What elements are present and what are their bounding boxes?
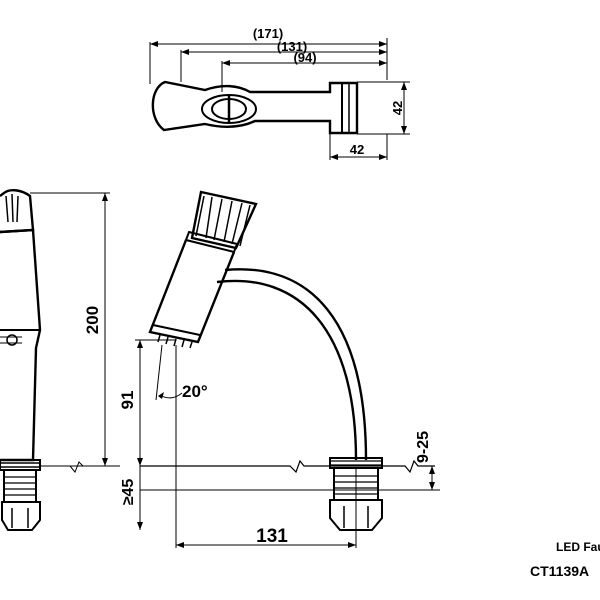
dim-label-thread: 9-25 (415, 431, 432, 463)
side-view: 91 ≥45 20° 131 9-25 (118, 190, 440, 548)
top-view-body (151, 80, 359, 135)
side-view-neck (216, 279, 358, 461)
dim-label-200: 200 (83, 306, 102, 334)
dim-label-45: ≥45 (120, 479, 137, 506)
side-view-spout-body (148, 239, 236, 344)
dim-label-131-reach: 131 (256, 526, 288, 547)
top-view: (171) (131) (94) 42 42 (149, 26, 410, 160)
product-name: LED Fau (556, 540, 600, 554)
dim-label-171: (171) (253, 26, 283, 41)
dim-label-131: (131) (277, 39, 307, 54)
dim-label-42-horizontal: 42 (350, 142, 364, 157)
front-view: 200 (0, 188, 120, 531)
dim-label-angle: 20° (182, 382, 208, 401)
deck-line (140, 459, 435, 474)
front-view-body (0, 228, 42, 462)
dim-label-91: 91 (118, 391, 137, 410)
top-view-handle-ring (201, 94, 257, 124)
front-view-shank (3, 470, 37, 503)
front-view-handle (0, 188, 35, 234)
product-model: CT1139A (530, 563, 589, 579)
dim-label-42-vertical: 42 (390, 101, 405, 115)
title-block: LED Fau CT1139A (530, 540, 600, 579)
front-view-base (0, 459, 41, 471)
dim-label-94: (94) (293, 50, 316, 65)
